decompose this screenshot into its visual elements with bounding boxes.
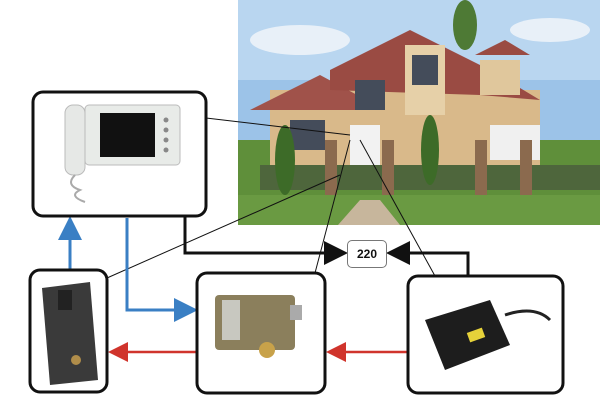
house-photo: [238, 0, 600, 225]
signal-wires: [58, 216, 198, 322]
mains-wires: [183, 216, 470, 276]
video-monitor: [31, 90, 208, 218]
power-adapter: [406, 274, 565, 395]
house-wires: [106, 117, 436, 279]
electric-lock: [195, 271, 327, 395]
power-220v-label: 220: [347, 240, 387, 268]
outdoor-call-panel: [28, 268, 109, 394]
